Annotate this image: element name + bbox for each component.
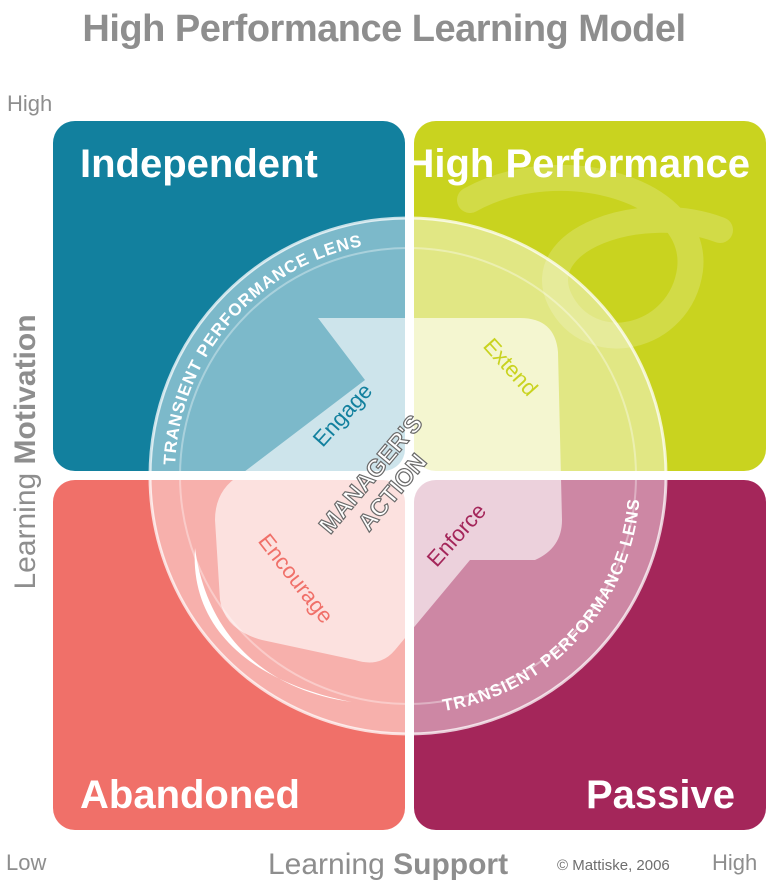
x-axis-title-light: Learning	[268, 848, 385, 881]
x-axis-title: Learning Support	[268, 848, 508, 882]
swirl-decoration	[457, 164, 733, 349]
y-axis-high-label: High	[7, 91, 53, 116]
quadrant-label-independent: Independent	[80, 142, 318, 186]
quadrant-label-abandoned: Abandoned	[80, 773, 300, 817]
x-axis-high-label: High	[712, 850, 758, 875]
managers-action-arrow	[215, 318, 562, 663]
quadrant-label-high-performance: High Performance	[405, 142, 750, 186]
quadrant-passive	[414, 480, 766, 830]
page-title: High Performance Learning Model	[82, 8, 686, 50]
quadrant-label-passive: Passive	[586, 773, 735, 817]
x-axis-title-bold: Support	[393, 848, 509, 881]
axis-origin-low-label: Low	[6, 850, 47, 875]
copyright-notice: © Mattiske, 2006	[557, 857, 670, 874]
quadrant-independent	[53, 121, 405, 471]
